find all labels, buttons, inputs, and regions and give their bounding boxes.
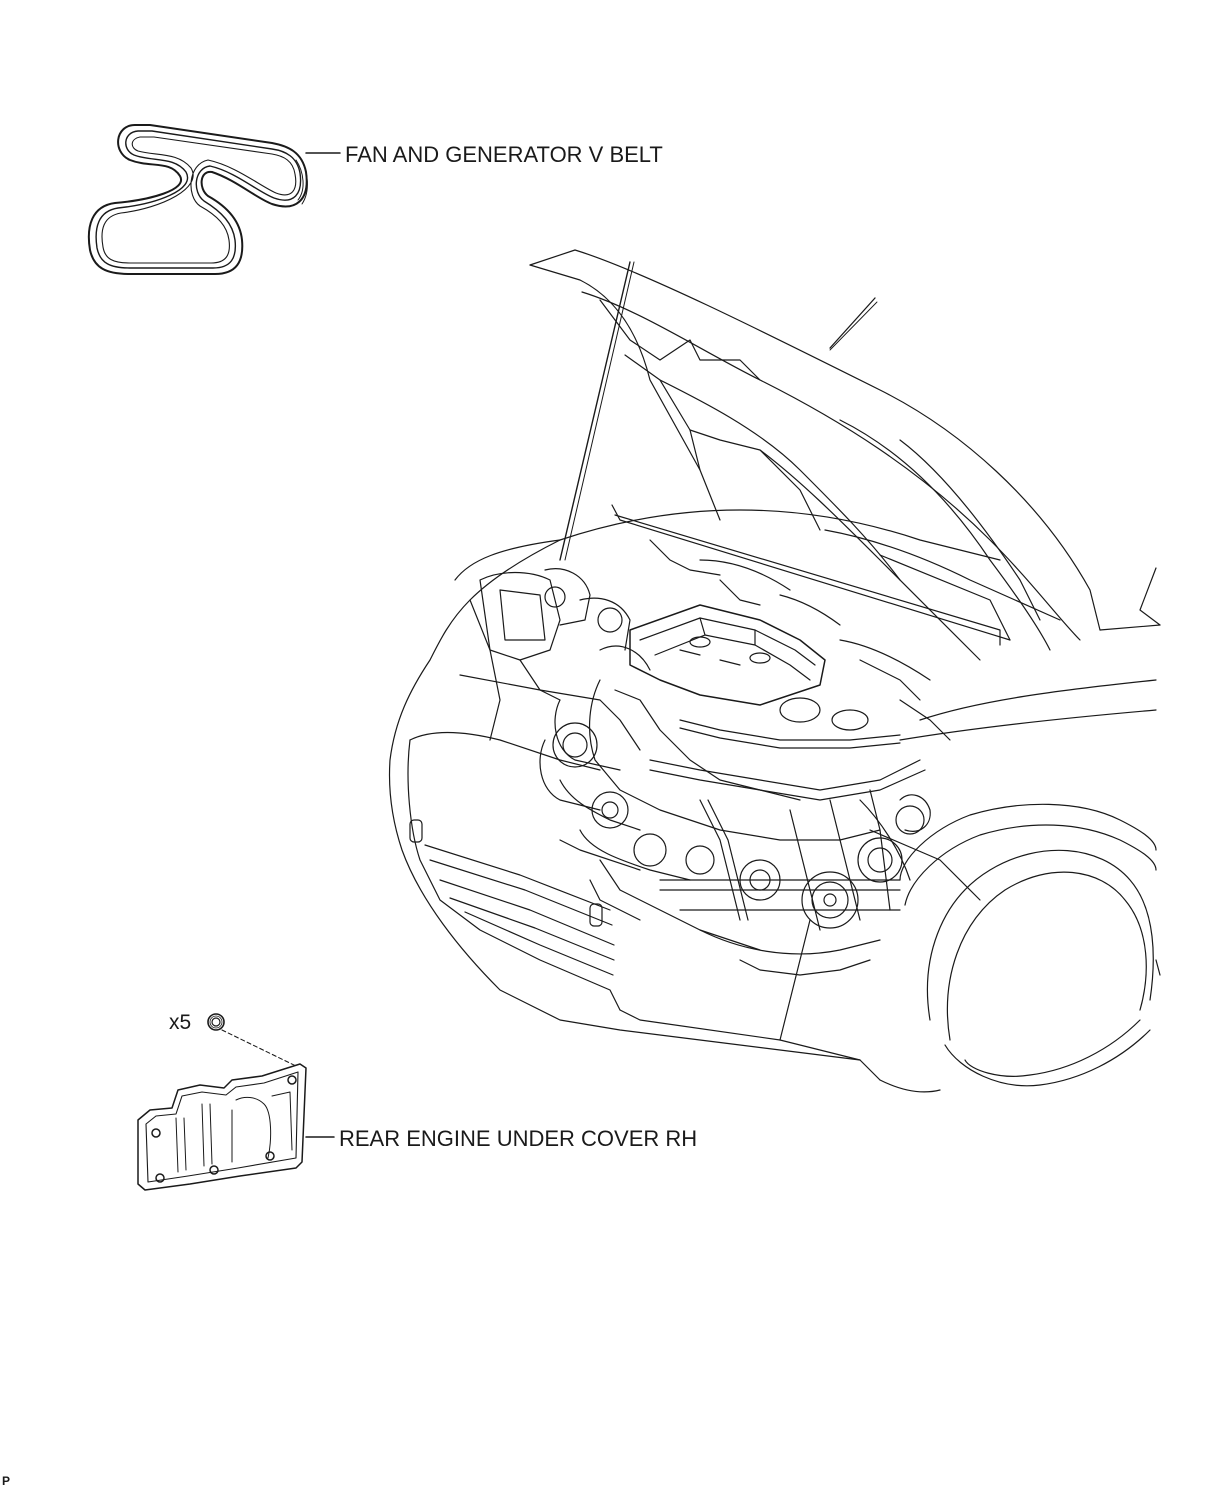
clip-nut-icon [207,1013,297,1067]
corner-mark: P [2,1474,11,1488]
under-cover-illustration [137,1063,335,1191]
rear-engine-under-cover-rh-label: REAR ENGINE UNDER COVER RH [339,1126,698,1151]
quantity-label: x5 [169,1011,192,1034]
engine-bay-illustration [388,249,1161,1093]
v-belt-illustration [87,124,341,275]
fan-and-generator-v-belt-label: FAN AND GENERATOR V BELT [345,142,663,167]
